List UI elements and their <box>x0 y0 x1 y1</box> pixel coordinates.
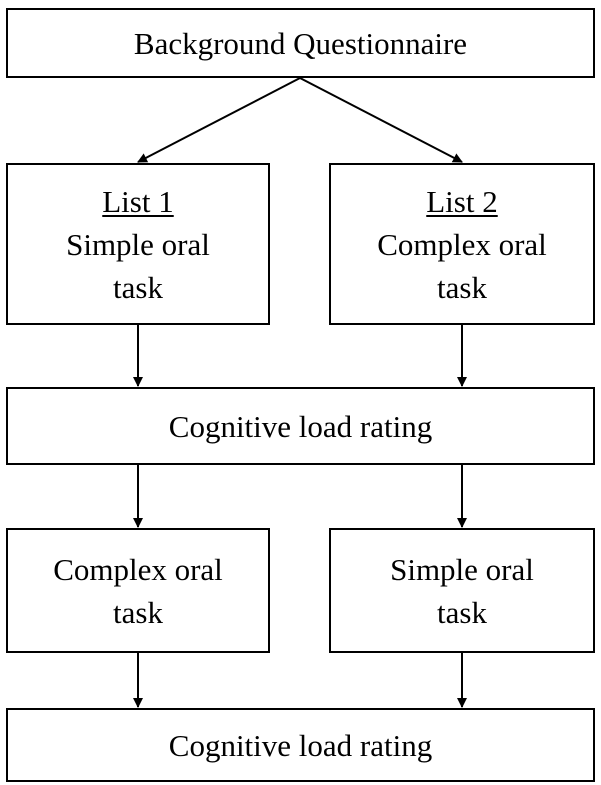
list1-heading: List 1 <box>102 183 174 219</box>
background-questionnaire-label: Background Questionnaire <box>133 25 468 61</box>
second-task-left-line2: task <box>113 594 163 630</box>
cognitive-load-rating-box-2: Cognitive load rating <box>6 708 595 782</box>
cognitive-load-rating-label-1: Cognitive load rating <box>168 408 433 444</box>
list2-task-line2: task <box>437 269 487 305</box>
second-task-left-box: Complex oral task <box>6 528 270 653</box>
arrow-top-to-list1 <box>137 77 301 163</box>
list1-task-line2: task <box>113 269 163 305</box>
cognitive-load-rating-label-2: Cognitive load rating <box>168 727 433 763</box>
second-task-right-line2: task <box>437 594 487 630</box>
background-questionnaire-box: Background Questionnaire <box>6 8 595 78</box>
list1-box: List 1 Simple oral task <box>6 163 270 325</box>
second-task-right-line1: Simple oral <box>390 551 534 587</box>
cognitive-load-rating-box-1: Cognitive load rating <box>6 387 595 465</box>
list2-task-line1: Complex oral <box>377 226 547 262</box>
list1-task-line1: Simple oral <box>66 226 210 262</box>
second-task-right-box: Simple oral task <box>329 528 595 653</box>
list2-box: List 2 Complex oral task <box>329 163 595 325</box>
second-task-left-line1: Complex oral <box>53 551 223 587</box>
list2-heading: List 2 <box>426 183 498 219</box>
arrow-top-to-list2 <box>299 77 463 163</box>
